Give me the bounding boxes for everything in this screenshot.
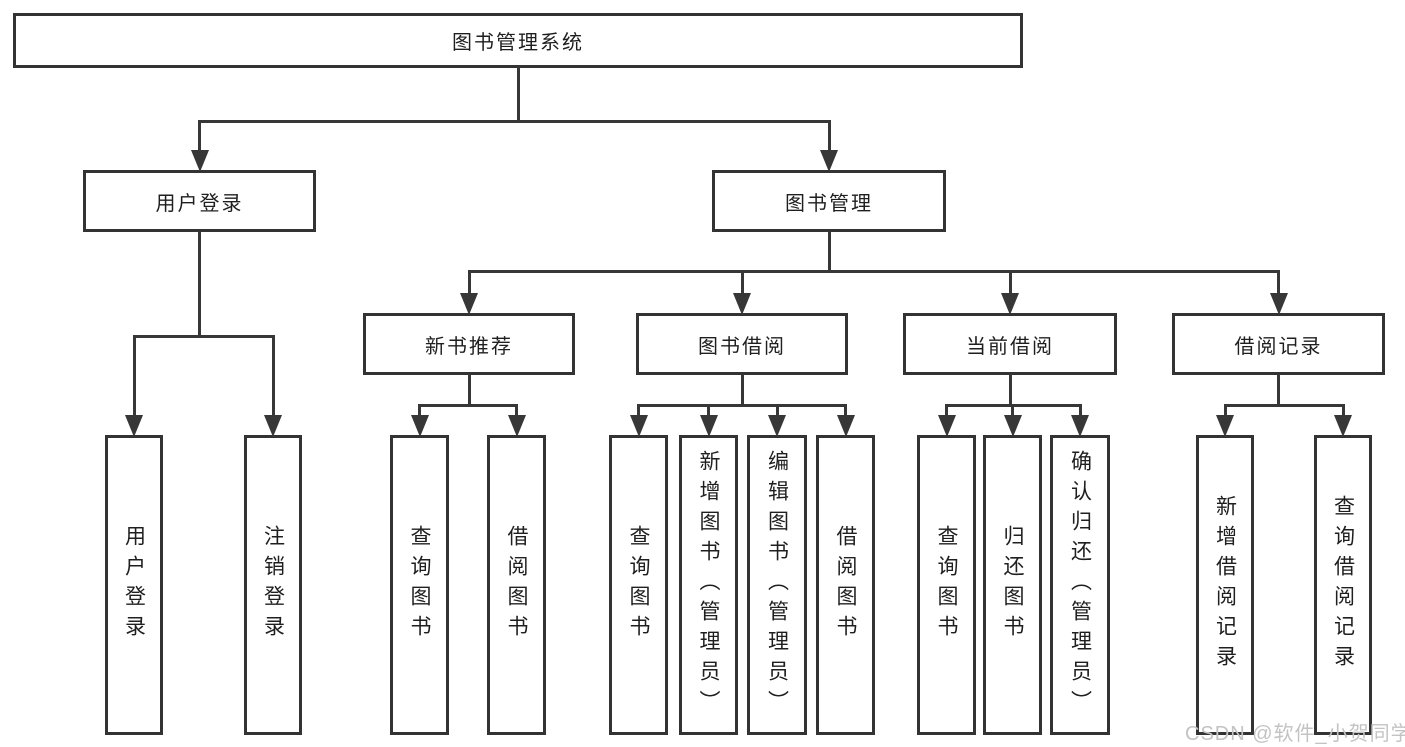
arrow-down-icon <box>836 415 855 437</box>
connector-line <box>467 374 471 407</box>
connector-line <box>1277 374 1280 407</box>
node-label: 用户登录 <box>155 192 244 215</box>
connector-line <box>827 122 831 160</box>
node-label: 新增借阅记录 <box>1213 495 1237 675</box>
node-leaf-br-query: 查询借阅记录 <box>1314 435 1372 735</box>
node-label: 借阅记录 <box>1234 335 1323 358</box>
connector-line <box>945 404 1082 407</box>
node-label: 注销登录 <box>261 525 285 645</box>
arrow-down-icon <box>768 415 786 437</box>
node-leaf-br-add: 新增借阅记录 <box>1196 435 1254 735</box>
node-label: 新增图书（管理员） <box>697 450 720 720</box>
node-borrow-records: 借阅记录 <box>1172 313 1385 375</box>
connector-line <box>198 120 831 123</box>
node-root: 图书管理系统 <box>13 13 1023 68</box>
arrow-down-icon <box>1269 293 1288 315</box>
node-label: 查询图书 <box>408 525 431 645</box>
arrow-down-icon <box>460 293 478 315</box>
connector-line <box>418 404 518 407</box>
connector-line <box>827 231 831 273</box>
connector-line <box>1223 404 1345 407</box>
node-leaf-cb-return: 归还图书 <box>983 435 1042 735</box>
node-label: 当前借阅 <box>966 335 1054 358</box>
node-new-book-rec: 新书推荐 <box>363 313 575 375</box>
connector-line <box>467 272 471 303</box>
node-leaf-logout: 注销登录 <box>244 435 302 735</box>
node-leaf-bb-borrow: 借阅图书 <box>816 435 875 735</box>
connector-line <box>132 337 136 425</box>
arrow-down-icon <box>125 415 143 437</box>
node-book-mgmt: 图书管理 <box>712 170 946 232</box>
node-leaf-cb-confirm: 确认归还（管理员） <box>1050 435 1110 735</box>
arrow-down-icon <box>1003 415 1022 437</box>
node-label: 图书借阅 <box>698 335 786 358</box>
arrow-down-icon <box>264 415 282 437</box>
connector-line <box>271 337 275 425</box>
arrow-down-icon <box>410 415 429 437</box>
node-leaf-nbr-query: 查询图书 <box>390 435 449 735</box>
node-leaf-cb-query: 查询图书 <box>917 435 976 735</box>
node-leaf-bb-edit: 编辑图书（管理员） <box>747 435 807 735</box>
node-label: 用户登录 <box>122 525 146 645</box>
arrow-down-icon <box>937 415 956 437</box>
connector-line <box>740 272 744 303</box>
node-label: 编辑图书（管理员） <box>765 450 789 720</box>
connector-line <box>198 122 201 160</box>
arrow-down-icon <box>1001 293 1019 315</box>
arrow-down-icon <box>1216 415 1234 437</box>
node-user-login: 用户登录 <box>83 170 316 232</box>
node-leaf-bb-add: 新增图书（管理员） <box>679 435 738 735</box>
csdn-watermark: CSDN @软件_小贺同学 <box>1185 723 1405 745</box>
node-current-borrow: 当前借阅 <box>903 313 1117 375</box>
node-label: 图书管理系统 <box>452 32 584 54</box>
connector-line <box>516 67 520 123</box>
node-label: 确认归还（管理员） <box>1068 450 1092 720</box>
connector-line <box>1008 374 1012 407</box>
connector-line <box>637 404 847 407</box>
node-label: 图书管理 <box>785 192 873 215</box>
arrow-down-icon <box>629 415 648 437</box>
arrow-down-icon <box>699 415 718 437</box>
arrow-down-icon <box>507 415 526 437</box>
node-book-borrow: 图书借阅 <box>636 313 848 375</box>
connector-line <box>132 335 275 338</box>
connector-line <box>1008 272 1012 303</box>
node-label: 借阅图书 <box>834 525 857 645</box>
arrow-down-icon <box>1334 415 1352 437</box>
arrow-down-icon <box>190 150 209 172</box>
node-leaf-user-login: 用户登录 <box>105 435 163 735</box>
node-leaf-nbr-borrow: 借阅图书 <box>487 435 546 735</box>
connector-line <box>467 270 1280 273</box>
arrow-down-icon <box>820 150 838 172</box>
connector-line <box>1277 272 1280 303</box>
node-label: 查询借阅记录 <box>1331 495 1355 675</box>
node-label: 查询图书 <box>935 525 958 645</box>
node-label: 查询图书 <box>627 525 650 645</box>
connector-line <box>740 374 744 407</box>
node-label: 新书推荐 <box>425 335 513 358</box>
node-label: 借阅图书 <box>505 525 528 645</box>
arrow-down-icon <box>1071 415 1089 437</box>
connector-line <box>198 231 201 338</box>
arrow-down-icon <box>733 293 751 315</box>
node-leaf-bb-query: 查询图书 <box>609 435 668 735</box>
node-label: 归还图书 <box>1001 525 1024 645</box>
